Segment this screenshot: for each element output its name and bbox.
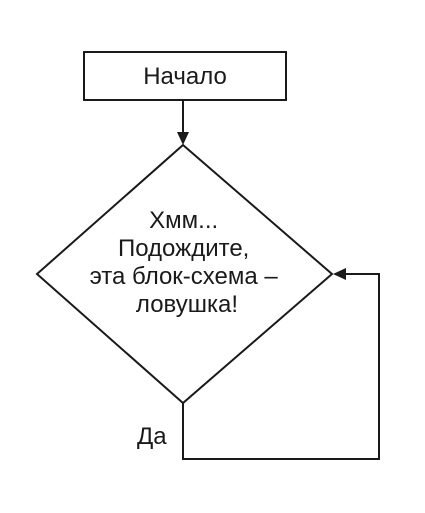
decision-line-1: Хмм... [149, 207, 218, 234]
start-label: Начало [143, 63, 227, 90]
decision-line-2: Подождите, [118, 235, 249, 262]
start-box [83, 51, 287, 101]
start-to-decision-arrowhead [177, 132, 189, 145]
decision-line-4: ловушка! [136, 291, 238, 318]
decision-line-3: эта блок-схема – [90, 263, 279, 290]
decision-text: Хмм... Подождите, эта блок-схема – ловуш… [90, 207, 285, 318]
loop-label: Да [137, 423, 167, 450]
loop-arrowhead [333, 268, 346, 280]
loop-connector [182, 273, 380, 460]
